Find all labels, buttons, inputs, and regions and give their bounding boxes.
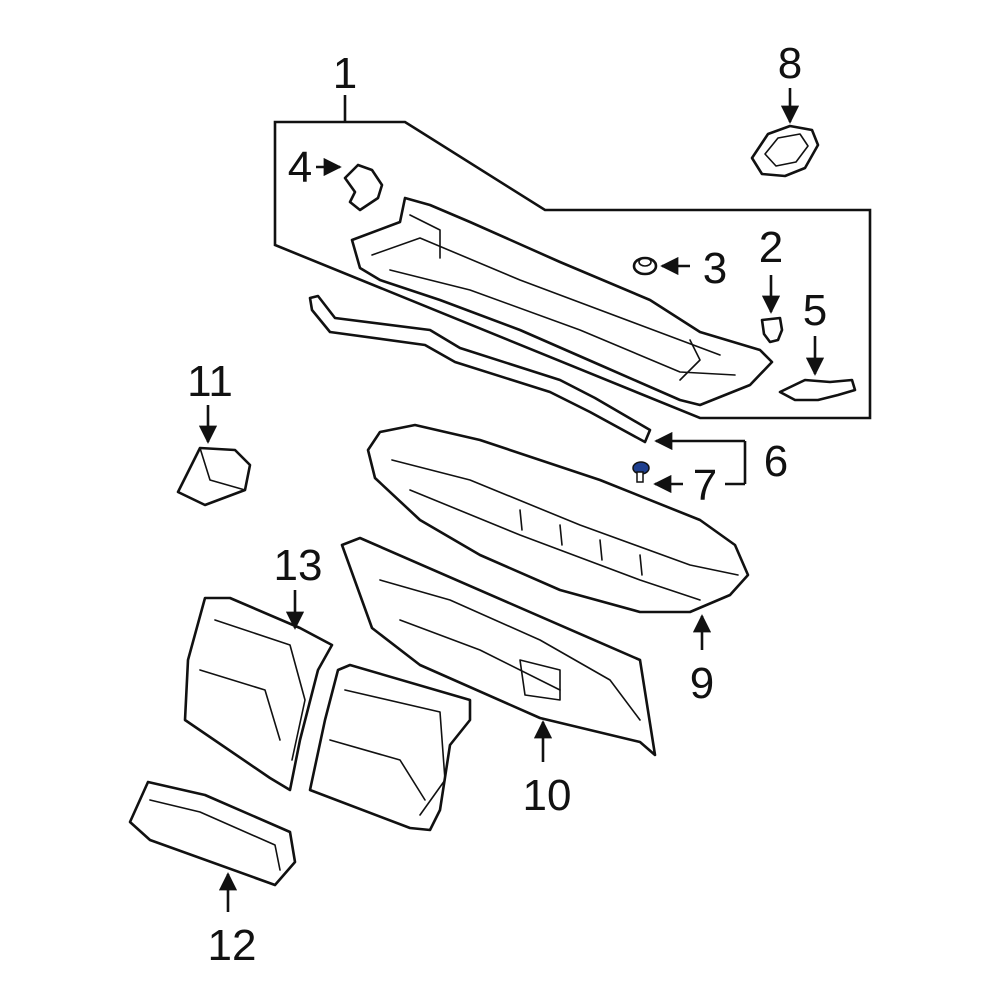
seal-part-5[interactable] [778,378,857,402]
insulator-part-12[interactable] [128,780,297,887]
callout-13: 13 [274,541,323,590]
callout-11: 11 [187,357,233,406]
assembly-frame [273,120,872,420]
callout-9: 9 [690,659,714,708]
clip-part-7[interactable] [632,461,650,483]
insulator-part-13[interactable] [183,596,334,792]
grommet-part-8[interactable] [750,124,820,178]
cowl-top-panel[interactable] [350,196,774,407]
cowl-weatherstrip[interactable] [308,294,652,444]
plug-part-3[interactable] [632,256,658,276]
bracket-part-4[interactable] [343,163,384,212]
callout-4: 4 [288,143,312,192]
callout-2: 2 [759,223,783,272]
bracket-part-11[interactable] [176,446,252,507]
callout-1: 1 [333,49,357,98]
callout-5: 5 [803,286,827,335]
callout-6: 6 [764,437,788,486]
insulator-center[interactable] [308,663,472,832]
callout-7: 7 [693,461,717,510]
callout-8: 8 [778,39,802,88]
callout-12: 12 [208,921,257,970]
dash-panel-part-10[interactable] [340,536,657,757]
callout-3: 3 [703,244,727,293]
callout-10: 10 [523,771,572,820]
dash-insulator-part-9[interactable] [366,423,750,614]
clip-part-2[interactable] [760,316,784,344]
